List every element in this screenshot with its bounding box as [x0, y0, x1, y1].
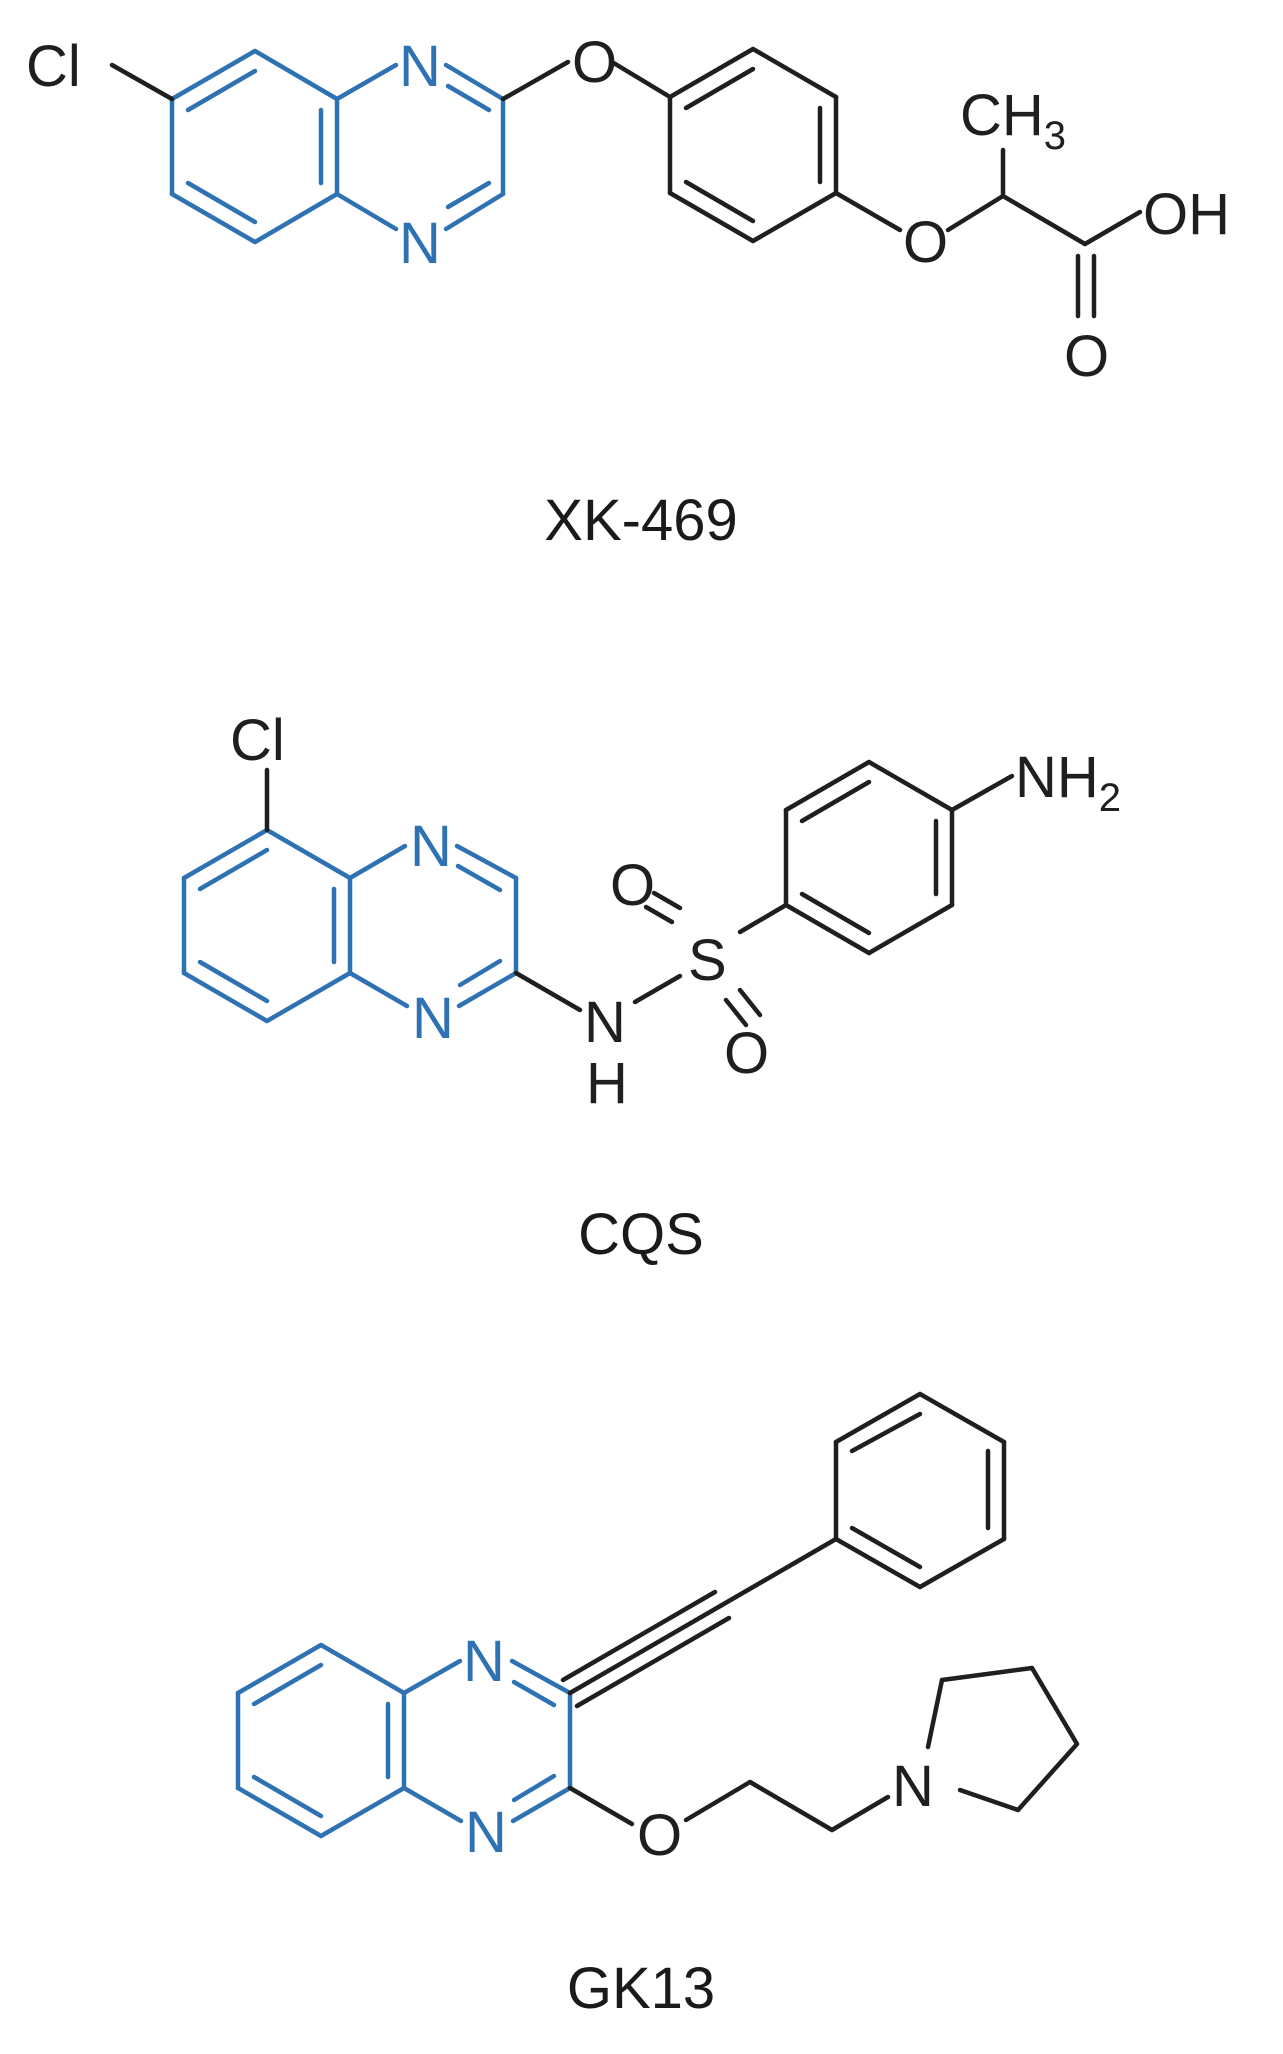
cqs-sulfonyl-oxygen-top-label: O — [610, 853, 655, 918]
gk13-compound-name: GK13 — [567, 1956, 715, 2021]
xk469-nitrogen-top-label: N — [399, 34, 441, 99]
cqs-structure: Cl N N N H S O O NH2 CQS — [181, 708, 1121, 1267]
gk13-structure: N N O N GK13 — [235, 1391, 1080, 2021]
gk13-nitrogen-top-label: N — [463, 1629, 505, 1694]
xk469-methyl-label: CH3 — [960, 83, 1066, 158]
gk13-ether-oxygen-label: O — [637, 1803, 682, 1868]
cqs-sulfonamide-nitrogen-label: N — [584, 990, 626, 1055]
xk469-ether-oxygen-1-label: O — [572, 30, 617, 95]
cqs-nitrogen-top-label: N — [410, 814, 452, 879]
cqs-sulfur-label: S — [688, 928, 727, 993]
cqs-sulfonyl-oxygen-bottom-label: O — [724, 1021, 769, 1086]
xk469-methyl-main: CH — [960, 83, 1044, 148]
cqs-compound-name: CQS — [578, 1202, 704, 1267]
cqs-sulfonamide-hydrogen-label: H — [586, 1051, 628, 1116]
cqs-amine-label: NH2 — [1015, 745, 1121, 820]
cqs-nitrogen-bottom-label: N — [412, 986, 454, 1051]
xk469-quinoxaline-core — [169, 48, 506, 245]
xk469-hydroxyl-label: OH — [1143, 182, 1230, 247]
gk13-quinoxaline-core — [235, 1642, 573, 1839]
cqs-amine-main: NH — [1015, 745, 1099, 810]
xk469-chlorine-label: Cl — [26, 34, 81, 99]
xk469-methyl-subscript: 3 — [1044, 114, 1066, 158]
xk469-carbonyl-oxygen-label: O — [1064, 324, 1109, 389]
cqs-quinoxaline-core — [181, 827, 519, 1024]
cqs-bonds — [264, 759, 1015, 1028]
xk469-nitrogen-bottom-label: N — [399, 211, 441, 276]
xk469-bonds — [109, 46, 1143, 319]
xk469-structure: Cl N N O O CH3 OH O XK-469 — [26, 30, 1230, 553]
gk13-bonds — [560, 1391, 1080, 1833]
xk469-compound-name: XK-469 — [544, 488, 737, 553]
cqs-amine-subscript: 2 — [1099, 776, 1121, 820]
cqs-chlorine-label: Cl — [230, 708, 285, 773]
xk469-ether-oxygen-2-label: O — [903, 210, 948, 275]
gk13-nitrogen-bottom-label: N — [465, 1800, 507, 1865]
gk13-pyrrolidine-nitrogen-label: N — [892, 1754, 934, 1819]
